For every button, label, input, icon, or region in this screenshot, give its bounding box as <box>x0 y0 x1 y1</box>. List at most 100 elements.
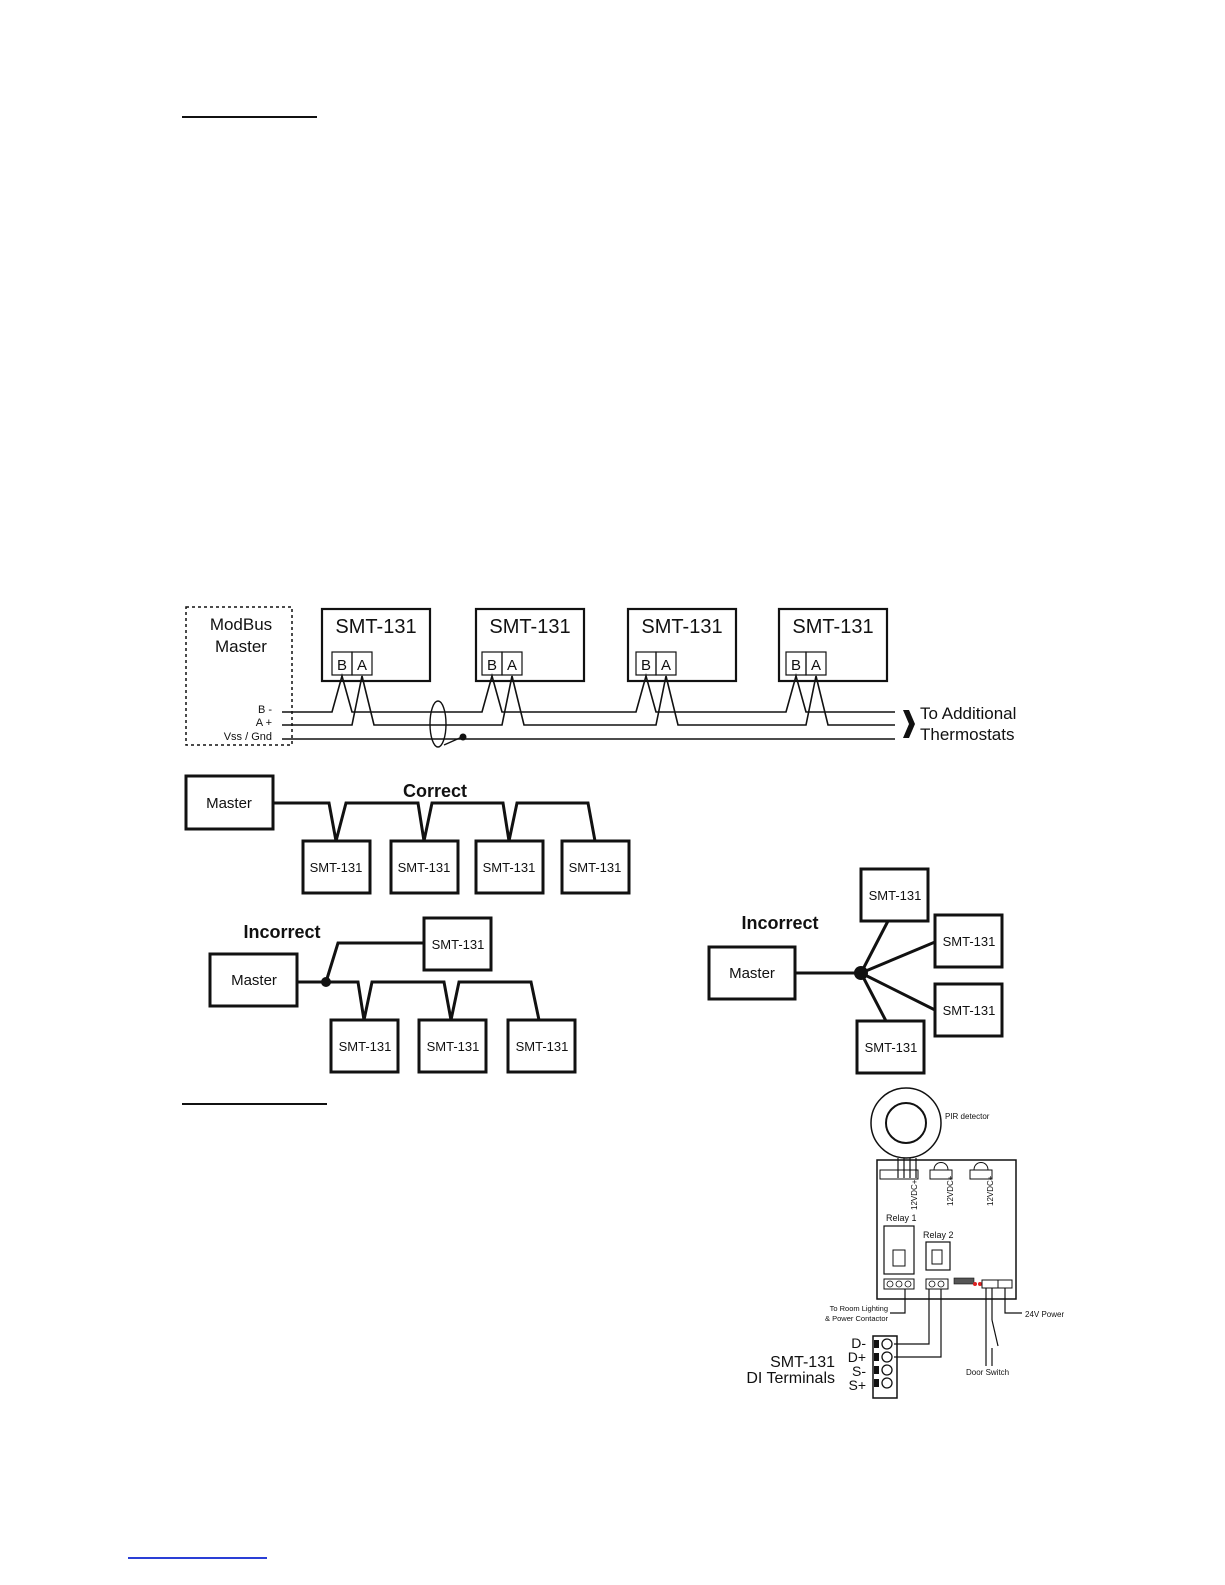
device-label: SMT-131 <box>483 860 536 875</box>
master-label: Master <box>206 795 252 812</box>
sensor-connector <box>879 1169 919 1180</box>
di-terminal-slot <box>874 1353 879 1361</box>
power-24v-wire <box>1004 1288 1022 1314</box>
di-terminal-screw <box>881 1351 893 1363</box>
section-heading-underline <box>182 116 317 118</box>
incorrect-stub-topology: Incorrect Master SMT-131 SMT-131 SMT-131… <box>208 916 577 1074</box>
relay2-contact <box>931 1249 943 1265</box>
terminal-a <box>351 651 373 676</box>
input-terminal <box>981 1279 999 1289</box>
star-spoke <box>860 940 936 975</box>
terminal-a-label: A <box>357 657 367 674</box>
correct-label: Correct <box>403 781 467 801</box>
di-wire <box>894 1289 930 1345</box>
terminal-wiring-diagram: PIR detector 12VDC+ 12VDC+ 12VDC+ Relay … <box>746 1087 1064 1399</box>
screw <box>937 1280 945 1288</box>
device-label: SMT-131 <box>869 888 922 903</box>
door-switch-label: Door Switch <box>966 1368 1009 1377</box>
screw <box>904 1280 912 1288</box>
star-spoke <box>860 971 936 1012</box>
di-wire <box>894 1289 942 1358</box>
master-box <box>208 952 299 1008</box>
device-box <box>933 913 1004 969</box>
continuation-arrow <box>903 710 915 738</box>
relay2-terminal <box>925 1278 949 1290</box>
relay1 <box>883 1225 915 1275</box>
device-box <box>417 1018 488 1074</box>
device-label: SMT-131 <box>432 937 485 952</box>
di-terminal-screw <box>881 1364 893 1376</box>
device-label: SMT-131 <box>398 860 451 875</box>
di-terminals-title: SMT-131 <box>770 1354 835 1371</box>
terminal-a <box>655 651 677 676</box>
wire-label-b: B - <box>258 704 272 716</box>
power-24v-label: 24V Power <box>1025 1310 1064 1319</box>
screw <box>886 1280 894 1288</box>
sensor-connector <box>929 1169 953 1180</box>
terminal-a-label: A <box>507 657 517 674</box>
continuation-label: To Additional <box>920 704 1016 723</box>
device-box <box>422 916 493 972</box>
di-terminal-label: S- <box>852 1363 866 1379</box>
power-12v-label: 12VDC+ <box>986 1175 995 1206</box>
star-junction-dot <box>854 966 868 980</box>
dip-switch <box>953 1277 975 1285</box>
incorrect-label: Incorrect <box>741 913 818 933</box>
daisy-chain-cable <box>273 801 597 842</box>
device-box <box>474 607 586 683</box>
power-12v-label: 12VDC+ <box>910 1179 919 1210</box>
relay1-terminal <box>883 1278 915 1290</box>
status-led-red <box>973 1282 977 1286</box>
sensor-connector <box>969 1169 993 1180</box>
terminal-b-label: B <box>337 657 347 674</box>
sensor-lead <box>973 1162 989 1171</box>
shield-drain <box>443 736 463 746</box>
di-terminals-title: DI Terminals <box>746 1370 835 1387</box>
device-label: SMT-131 <box>641 616 722 638</box>
pir-detector-inner <box>885 1102 927 1144</box>
di-terminal-label: D+ <box>848 1349 866 1365</box>
continuation-label: Thermostats <box>920 725 1014 744</box>
device-box <box>474 839 545 895</box>
di-terminal-screw <box>881 1377 893 1389</box>
cable-shield <box>429 700 447 748</box>
pir-detector-outer <box>870 1087 942 1159</box>
device-box <box>320 607 432 683</box>
star-spoke <box>859 920 890 974</box>
device-label: SMT-131 <box>792 616 873 638</box>
modbus-bus-diagram: ModBus Master B - A + Vss / Gnd SMT-131 … <box>185 606 1016 748</box>
power-12v-label: 12VDC+ <box>946 1175 955 1206</box>
footnote-link-underline <box>128 1557 267 1559</box>
device-label: SMT-131 <box>516 1039 569 1054</box>
device-label: SMT-131 <box>427 1039 480 1054</box>
room-lighting-label: & Power Contactor <box>825 1314 888 1323</box>
sensor-lead <box>933 1162 949 1171</box>
device-label: SMT-131 <box>943 1003 996 1018</box>
di-terminal-block <box>872 1335 898 1399</box>
device-label: SMT-131 <box>569 860 622 875</box>
wire-label-gnd: Vss / Gnd <box>224 731 272 743</box>
terminal-a-label: A <box>811 657 821 674</box>
door-switch-contact <box>991 1319 999 1347</box>
master-label: Master <box>729 965 775 982</box>
di-terminal-slot <box>874 1366 879 1374</box>
terminal-b-label: B <box>641 657 651 674</box>
device-box <box>389 839 460 895</box>
device-label: SMT-131 <box>489 616 570 638</box>
device-box <box>560 839 631 895</box>
star-spoke <box>859 972 888 1022</box>
correct-daisy-chain: Correct Master SMT-131 SMT-131 SMT-131 S… <box>184 774 631 895</box>
di-terminal-label: S+ <box>848 1377 866 1393</box>
device-box <box>626 607 738 683</box>
di-terminal-slot <box>874 1379 879 1387</box>
room-lighting-label: To Room Lighting <box>830 1304 888 1313</box>
stub-chain-cable <box>326 980 541 1021</box>
incorrect-star-topology: Incorrect Master SMT-131 SMT-131 SMT-131… <box>707 867 1004 1075</box>
terminal-b-label: B <box>791 657 801 674</box>
terminal-a <box>805 651 827 676</box>
modbus-master-label: Master <box>215 637 267 656</box>
device-label: SMT-131 <box>943 934 996 949</box>
power-terminal <box>997 1279 1013 1289</box>
shield-ground-dot <box>459 733 467 741</box>
